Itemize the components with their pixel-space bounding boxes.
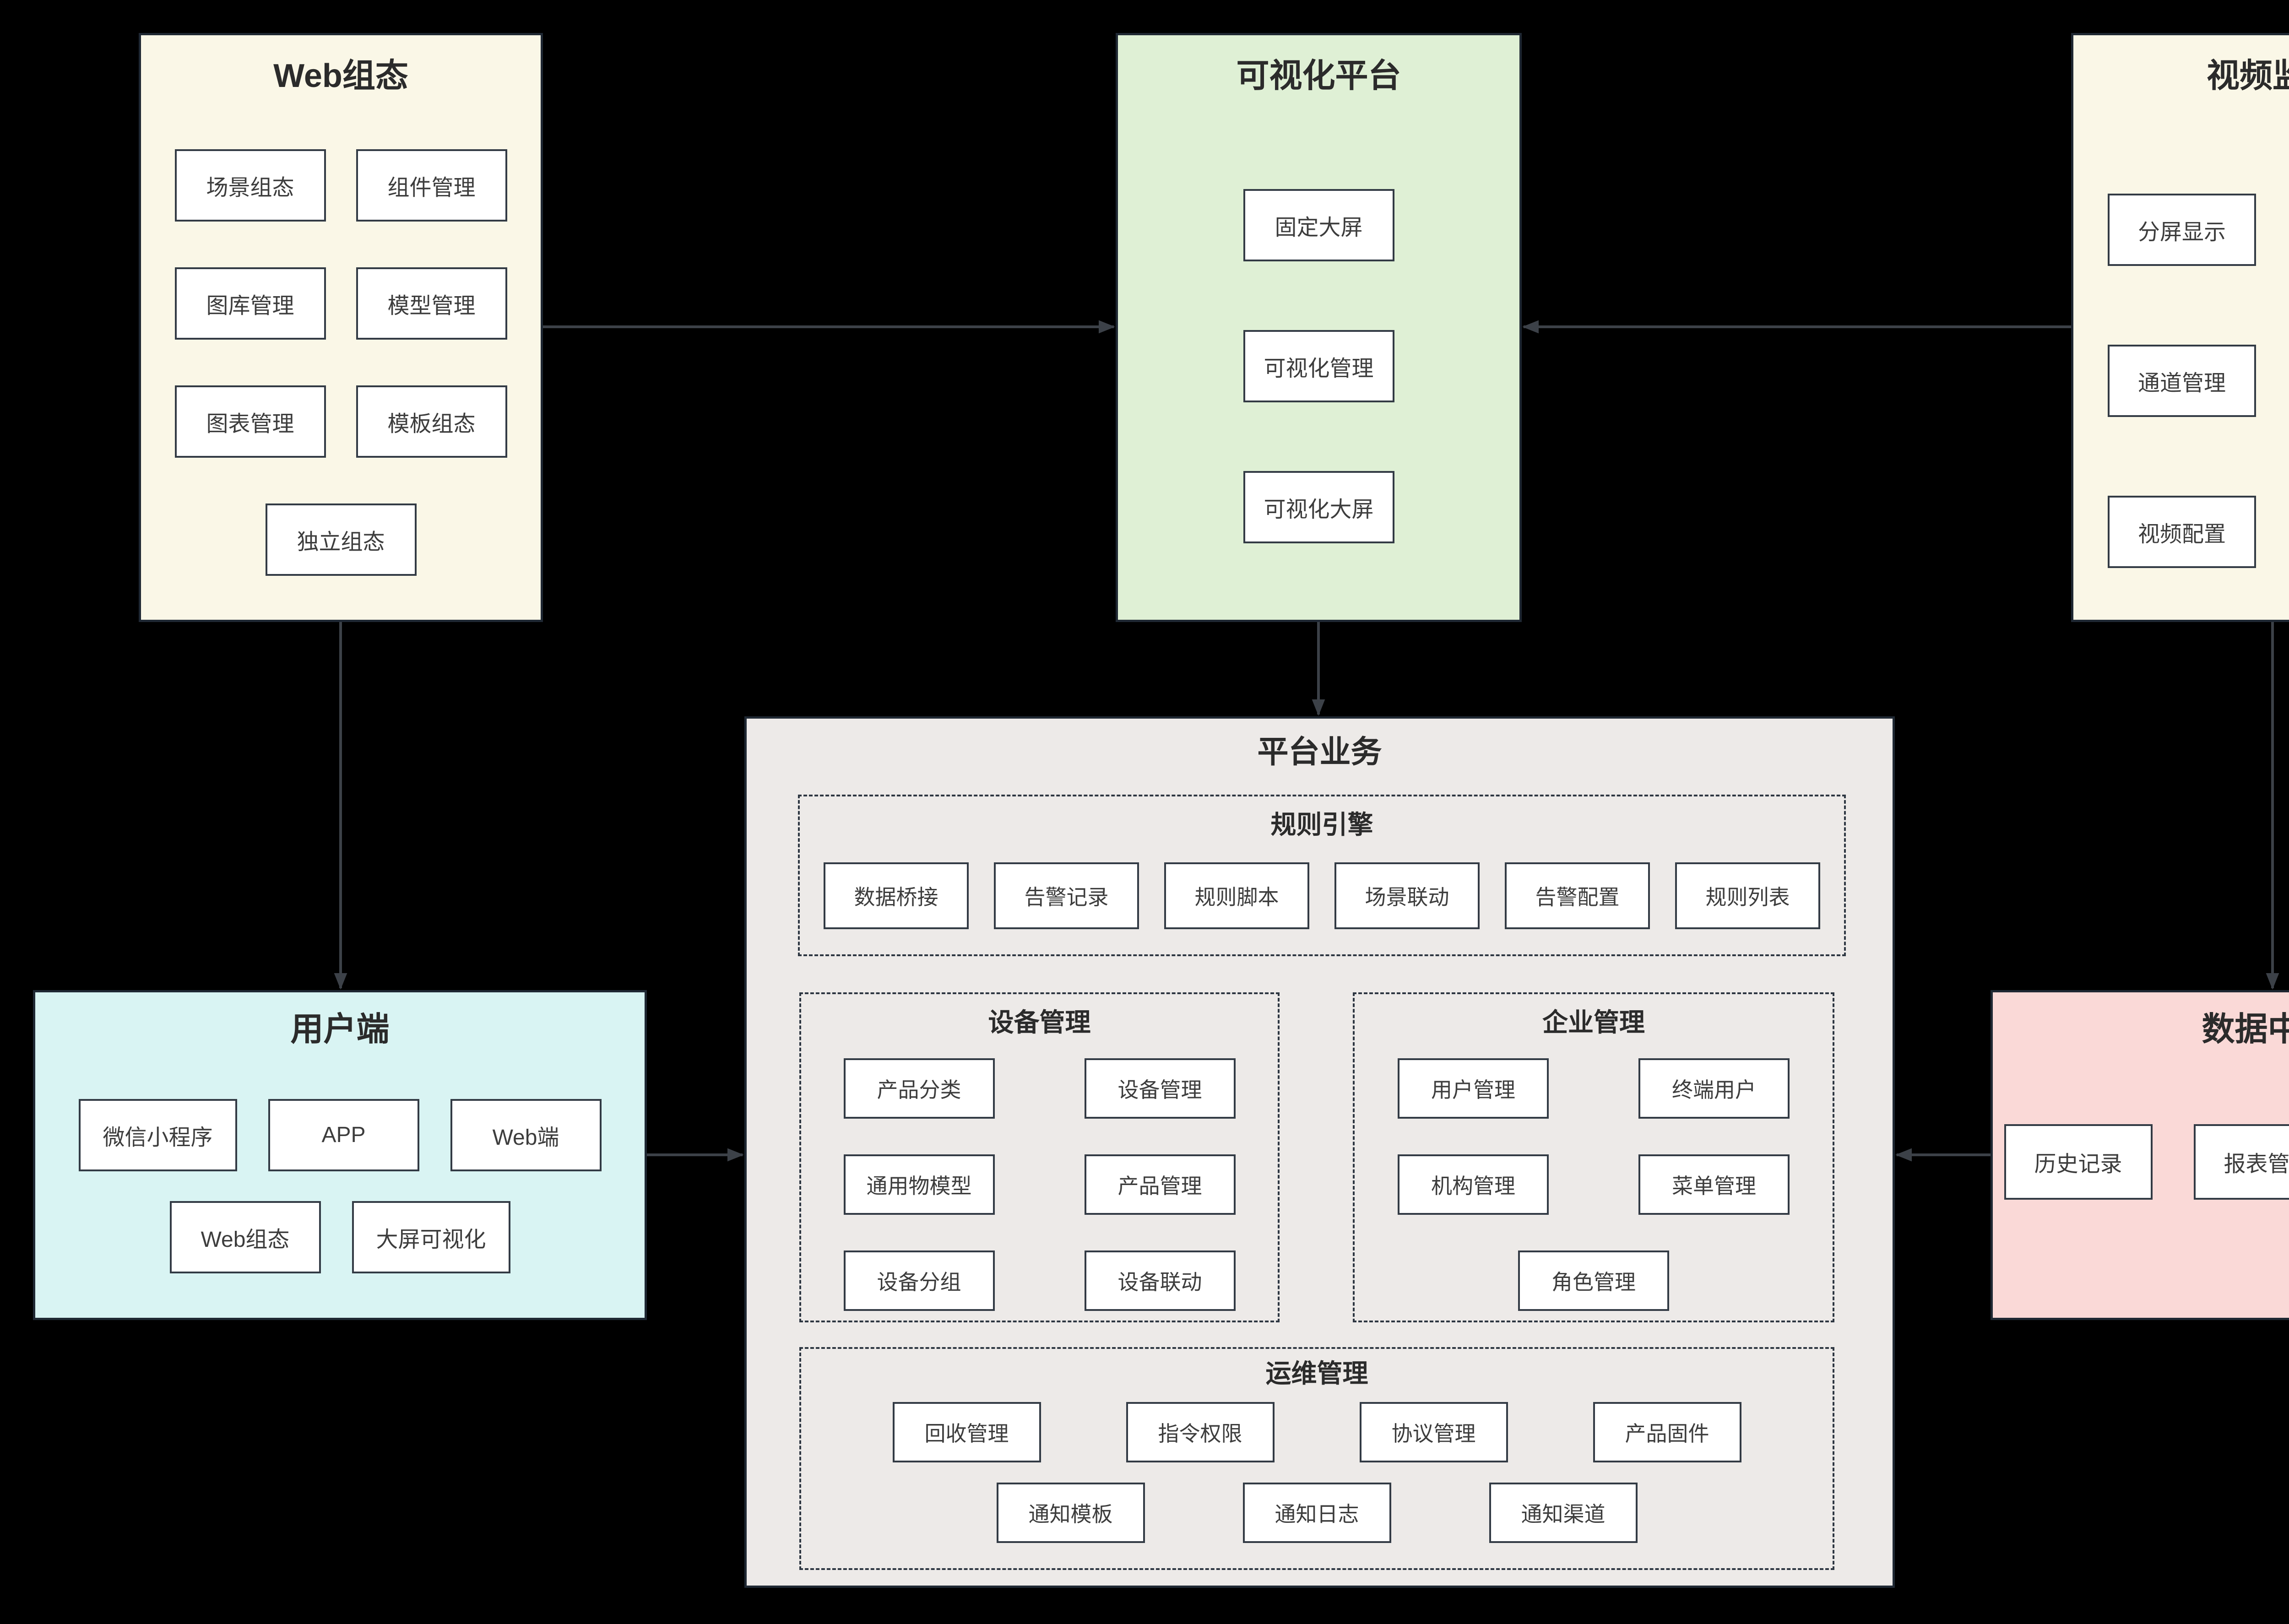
node-box: 微信小程序 [78,1099,237,1171]
node-box: 通知日志 [1242,1483,1391,1543]
node-box: APP [268,1099,419,1171]
node-box: Web组态 [169,1201,321,1273]
node-row: 通用物模型 产品管理 [843,1154,1236,1215]
node-box: 独立组态 [265,503,417,576]
panel-video-monitor: 视频监控 分屏显示 通道管理 视频配置 录像管理 文件记录 [2071,33,2289,622]
panel-title: 可视化平台 [1236,58,1401,94]
node-box: 设备分组 [843,1250,995,1311]
node-box: 模型管理 [356,267,507,340]
section-enterprise-management: 企业管理 用户管理 终端用户 机构管理 菜单管理 角色管理 [1353,992,1834,1322]
node-box: 产品管理 [1084,1154,1236,1215]
node-box: 产品固件 [1593,1402,1741,1463]
section-device-management: 设备管理 产品分类 设备管理 通用物模型 产品管理 设备分组 设备联动 [799,992,1280,1322]
node-box: 用户管理 [1398,1058,1549,1119]
node-box: 通知渠道 [1489,1483,1638,1543]
node-row: 数据桥接 告警记录 规则脚本 场景联动 告警配置 规则列表 [800,862,1844,930]
node-row: 通知模板 通知日志 通知渠道 [801,1483,1833,1543]
node-row: 历史记录 报表管理 数据分析 [1993,1124,2289,1200]
node-box: 终端用户 [1638,1058,1790,1119]
section-ops-management: 运维管理 回收管理 指令权限 协议管理 产品固件 通知模板 通知日志 通知渠道 [799,1347,1834,1570]
node-box: Web端 [450,1099,602,1171]
section-rule-engine: 规则引擎 数据桥接 告警记录 规则脚本 场景联动 告警配置 规则列表 [798,795,1846,956]
panel-title: 平台业务 [1257,735,1382,769]
node-box: 视频配置 [2108,495,2256,568]
node-box: 告警配置 [1505,862,1650,930]
node-rows: 产品分类 设备管理 通用物模型 产品管理 设备分组 设备联动 [801,1058,1278,1311]
node-row: 产品分类 设备管理 [843,1058,1236,1119]
node-row: 用户管理 终端用户 [1398,1058,1790,1119]
node-row: 场景组态 组件管理 [174,149,507,222]
node-row: 图库管理 模型管理 [174,267,507,340]
node-rows: 微信小程序 APP Web端 Web组态 大屏可视化 [35,1099,645,1273]
panel-title: 用户端 [290,1011,390,1048]
section-title: 企业管理 [1542,1008,1645,1037]
node-box: 角色管理 [1518,1250,1669,1311]
node-row: 角色管理 [1518,1250,1669,1311]
node-box: 通知模板 [996,1483,1145,1543]
node-column: 分屏显示 通道管理 视频配置 [2108,193,2256,568]
node-box: 菜单管理 [1638,1154,1790,1215]
node-box: 设备联动 [1084,1250,1236,1311]
panel-user-client: 用户端 微信小程序 APP Web端 Web组态 大屏可视化 [33,990,647,1320]
node-box: 协议管理 [1359,1402,1508,1463]
node-rows: 用户管理 终端用户 机构管理 菜单管理 角色管理 [1355,1058,1833,1311]
panel-title: Web组态 [273,58,408,94]
node-box: 模板组态 [356,385,507,458]
node-box: 图库管理 [174,267,326,340]
node-row: 回收管理 指令权限 协议管理 产品固件 [801,1402,1833,1463]
node-box: 产品分类 [843,1058,995,1119]
node-box: 告警记录 [994,862,1139,930]
node-box: 大屏可视化 [352,1201,510,1273]
panel-platform-business: 平台业务 规则引擎 数据桥接 告警记录 规则脚本 场景联动 告警配置 规则列表 … [744,716,1895,1588]
section-title: 运维管理 [1265,1359,1368,1388]
panel-data-center: 数据中心 历史记录 报表管理 数据分析 [1991,990,2289,1320]
node-box: 固定大屏 [1243,189,1394,261]
node-box: 规则脚本 [1164,862,1309,930]
section-title: 设备管理 [988,1008,1091,1037]
panel-visualization-platform: 可视化平台 固定大屏 可视化管理 可视化大屏 [1116,33,1522,622]
section-title: 规则引擎 [1270,810,1373,839]
node-columns: 分屏显示 通道管理 视频配置 录像管理 文件记录 [2073,193,2289,568]
node-row: 机构管理 菜单管理 [1398,1154,1790,1215]
node-row: Web组态 大屏可视化 [35,1201,645,1273]
node-box: 分屏显示 [2108,193,2256,266]
node-row: 微信小程序 APP Web端 [35,1099,645,1171]
node-box: 通道管理 [2108,344,2256,417]
node-box: 机构管理 [1398,1154,1549,1215]
node-box: 场景联动 [1334,862,1480,930]
node-box: 图表管理 [174,385,326,458]
node-row: 独立组态 [265,503,417,576]
node-row: 设备分组 设备联动 [843,1250,1236,1311]
node-box: 回收管理 [892,1402,1041,1463]
node-box: 可视化管理 [1243,330,1394,402]
node-box: 通用物模型 [843,1154,995,1215]
node-box: 数据桥接 [824,862,969,930]
node-box: 可视化大屏 [1243,471,1394,543]
panel-web-config: Web组态 场景组态 组件管理 图库管理 模型管理 图表管理 模板组态 独立组态 [139,33,543,622]
node-box: 指令权限 [1126,1402,1275,1463]
node-rows: 场景组态 组件管理 图库管理 模型管理 图表管理 模板组态 独立组态 [141,149,541,576]
panel-title: 数据中心 [2202,1011,2289,1048]
node-box: 规则列表 [1675,862,1820,930]
node-box: 场景组态 [174,149,326,222]
node-box: 报表管理 [2193,1124,2289,1200]
node-box: 设备管理 [1084,1058,1236,1119]
node-stack: 固定大屏 可视化管理 可视化大屏 [1118,189,1519,543]
node-box: 组件管理 [356,149,507,222]
panel-title: 视频监控 [2206,58,2289,94]
node-row: 图表管理 模板组态 [174,385,507,458]
node-box: 历史记录 [2004,1124,2153,1200]
